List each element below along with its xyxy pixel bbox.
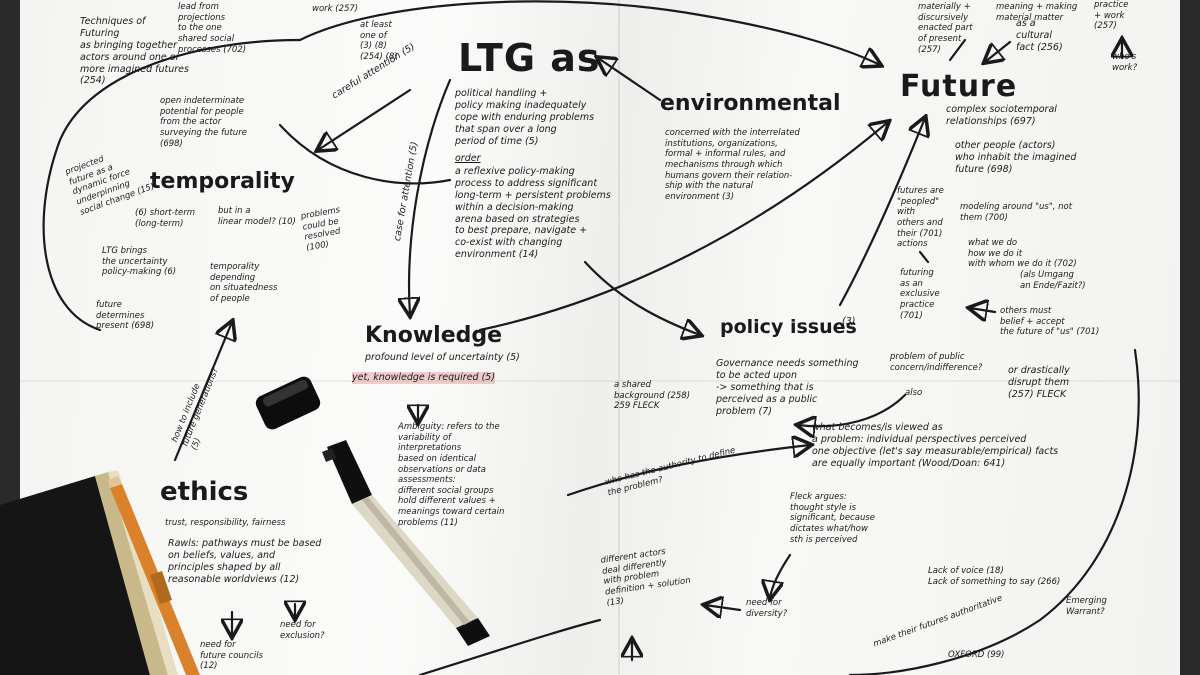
note-whos-work: who's work? [1112,52,1138,73]
note-practice-work: practice + work (257) [1094,0,1129,32]
note-ltg-definition: political handling + policy making inade… [455,88,595,147]
note-cultural-fact: as a cultural fact (256) [1016,18,1063,53]
note-short-term: (6) short-term (long-term) [135,208,195,229]
node-ethics: ethics [160,477,249,507]
fold-crease-horizontal [20,380,1180,382]
note-knowledge-uncertainty: profound level of uncertainty (5) [365,352,520,363]
note-other-people: other people (actors) who inhabit the im… [955,140,1077,175]
note-emerging-warrant: Emerging Warrant? [1066,596,1107,617]
note-lack-of-voice: Lack of voice (18) Lack of something to … [928,566,1061,587]
note-also: also [905,388,923,398]
node-environmental: environmental [660,91,841,116]
note-need-for-diversity: need for diversity? [746,598,788,619]
note-futuring-exclusive: futuring as an exclusive practice (701) [900,268,940,321]
policy-issues-ref: (3) [842,316,856,327]
note-future-determines-present: future determines present (698) [96,300,155,332]
note-what-we-do: what we do how we do it with whom we do … [968,238,1077,270]
note-ambiguity: Ambiguity: refers to the variability of … [398,422,505,528]
note-governance-needs: Governance needs something to be acted u… [716,358,859,417]
note-ltg-order: order [455,153,481,164]
note-others-must-accept: others must belief + accept the future o… [1000,306,1100,338]
note-but-linear: but in a linear model? (10) [218,206,296,227]
note-materially-discursively: materially + discursively enacted part o… [918,2,973,55]
note-futures-peopled: futures are "peopled" with others and th… [897,186,944,250]
node-temporality: temporality [150,169,295,194]
fold-crease-vertical [618,0,620,675]
note-problem-of-public-concern: problem of public concern/indifference? [890,352,983,373]
note-at-least: at least one of (3) (8) (254) (8) [360,20,398,62]
note-fleck-argues: Fleck argues: thought style is significa… [790,492,875,545]
note-ltg-reflexive: a reflexive policy-making process to add… [455,166,611,261]
note-trust-responsibility: trust, responsibility, fairness [165,518,286,528]
note-rawls: Rawls: pathways must be based on beliefs… [168,538,322,585]
node-policy-issues: policy issues [720,316,857,338]
note-problems-resolved: problems could be resolved (100) [300,205,342,254]
note-open-indeterminate: open indeterminate potential for people … [160,96,247,149]
note-techniques-of-futuring: Techniques of Futuring as bringing toget… [80,16,189,87]
note-knowledge-required: yet, knowledge is required (5) [352,372,496,384]
node-knowledge: Knowledge [365,323,503,348]
note-shared-background: a shared background (258) 259 FLECK [614,380,691,412]
note-need-for-exclusion: need for exclusion? [280,620,325,641]
note-work: work (257) [312,4,359,14]
note-modeling-around-us: modeling around "us", not them (700) [960,202,1073,223]
note-meaning-making: meaning + making material matter [996,2,1078,23]
node-future: Future [900,69,1018,104]
note-what-becomes-problem: what becomes/is viewed as a problem: ind… [812,422,1059,469]
note-environmental-definition: concerned with the interrelated institut… [665,128,800,202]
note-need-future-councils: need for future councils (12) [200,640,263,672]
note-oxford: OXFORD (99) [948,650,1005,660]
note-als-umgang: (als Umgang an Ende/Fazit?) [1020,270,1086,291]
note-lead-from-projections: lead from projections to the one shared … [178,2,247,55]
note-or-drastically-disrupt: or drastically disrupt them (257) FLECK [1008,365,1070,400]
node-ltg: LTG as [458,36,601,80]
note-temporality-depending: temporality depending on situatedness of… [210,262,278,304]
note-complex-sociotemporal: complex sociotemporal relationships (697… [946,104,1057,127]
note-ltg-brings-uncertainty: LTG brings the uncertainty policy-making… [102,246,177,278]
